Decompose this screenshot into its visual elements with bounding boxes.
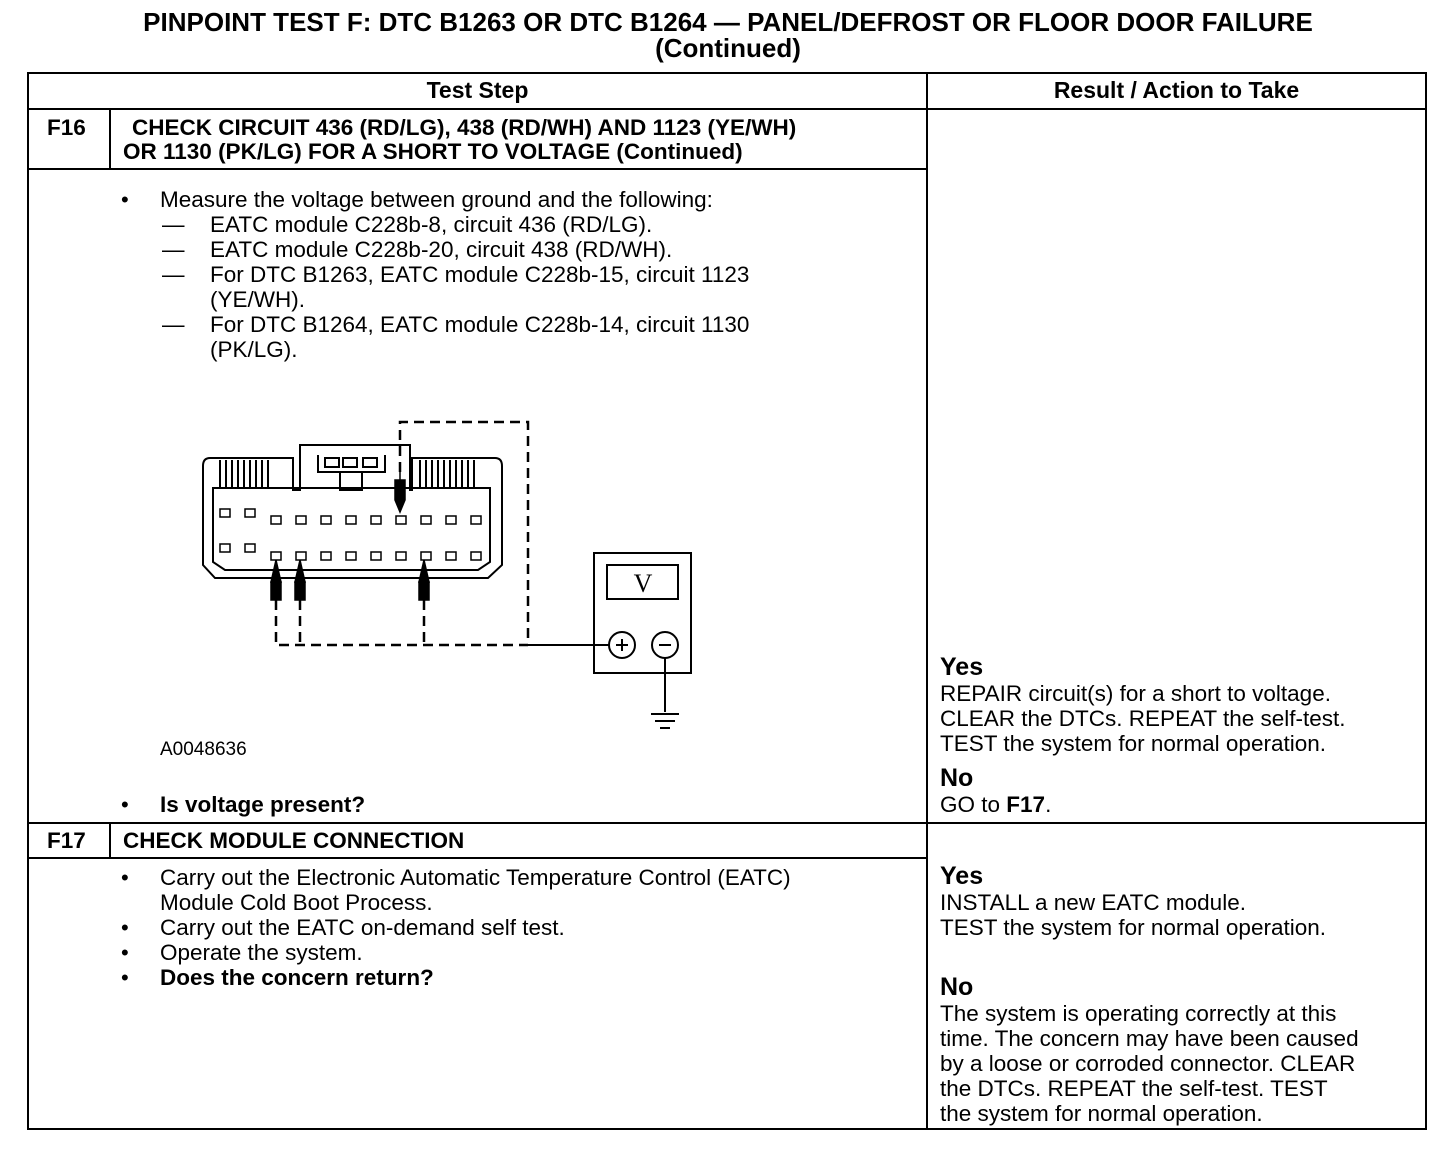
bullet: • (121, 187, 129, 212)
f17-step-id: F17 (47, 828, 86, 853)
f16-question: Is voltage present? (160, 792, 366, 817)
f17-no-line-2: time. The concern may have been caused (940, 1026, 1359, 1051)
f17-bullet-3: Operate the system. (160, 940, 363, 965)
f16-heading-line1: CHECK CIRCUIT 436 (RD/LG), 438 (RD/WH) A… (132, 115, 797, 140)
f16-id-divider (109, 108, 111, 169)
column-header-test-step: Test Step (426, 77, 529, 103)
f17-bullet-1: Carry out the Electronic Automatic Tempe… (160, 865, 791, 890)
f16-item-4-cont: (PK/LG). (210, 337, 298, 362)
f17-link[interactable]: F17 (1006, 792, 1046, 817)
dash: — (162, 212, 185, 237)
f17-no-line-3: by a loose or corroded connector. CLEAR (940, 1051, 1356, 1076)
f16-heading-divider (27, 168, 928, 170)
f17-no-label: No (940, 973, 974, 1001)
f17-bullet-2: Carry out the EATC on-demand self test. (160, 915, 565, 940)
bullet: • (121, 915, 129, 940)
header-row-divider (27, 108, 1427, 110)
f17-id-divider (109, 822, 111, 858)
bullet: • (121, 965, 129, 990)
f16-measure-instruction: Measure the voltage between ground and t… (160, 187, 713, 212)
column-header-result: Result / Action to Take (1053, 77, 1300, 103)
pinpoint-test-table (27, 72, 1427, 1130)
bullet: • (121, 865, 129, 890)
f16-no-action: GO to F17. (940, 792, 1052, 817)
f16-item-2: EATC module C228b-20, circuit 438 (RD/WH… (210, 237, 673, 262)
f16-step-id: F16 (47, 115, 86, 140)
f17-no-line-5: the system for normal operation. (940, 1101, 1263, 1126)
dash: — (162, 312, 185, 337)
f16-yes-line-1: REPAIR circuit(s) for a short to voltage… (940, 681, 1331, 706)
f16-heading-line2: OR 1130 (PK/LG) FOR A SHORT TO VOLTAGE (… (123, 139, 743, 164)
dash: — (162, 262, 185, 287)
f17-heading: CHECK MODULE CONNECTION (123, 828, 465, 853)
f16-yes-line-2: CLEAR the DTCs. REPEAT the self-test. (940, 706, 1346, 731)
figure-id: A0048636 (160, 739, 247, 760)
f16-item-1: EATC module C228b-8, circuit 436 (RD/LG)… (210, 212, 653, 237)
f16-yes-line-3: TEST the system for normal operation. (940, 731, 1326, 756)
f16-item-3-cont: (YE/WH). (210, 287, 305, 312)
page-title: PINPOINT TEST F: DTC B1263 OR DTC B1264 … (143, 7, 1313, 37)
f16-f17-divider (27, 822, 1427, 824)
f17-no-line-1: The system is operating correctly at thi… (940, 1001, 1337, 1026)
bullet: • (121, 940, 129, 965)
f17-no-line-4: the DTCs. REPEAT the self-test. TEST (940, 1076, 1328, 1101)
column-divider (926, 72, 928, 1130)
f16-yes-label: Yes (940, 653, 984, 681)
f17-yes-label: Yes (940, 862, 984, 890)
f16-item-3: For DTC B1263, EATC module C228b-15, cir… (210, 262, 750, 287)
f17-bullet-1-cont: Module Cold Boot Process. (160, 890, 433, 915)
f16-no-label: No (940, 764, 974, 792)
dash: — (162, 237, 185, 262)
bullet: • (121, 792, 129, 817)
page-subtitle: (Continued) (655, 33, 801, 63)
f17-yes-line-1: INSTALL a new EATC module. (940, 890, 1246, 915)
f17-question: Does the concern return? (160, 965, 434, 990)
f17-heading-divider (27, 857, 928, 859)
f17-yes-line-2: TEST the system for normal operation. (940, 915, 1326, 940)
f16-item-4: For DTC B1264, EATC module C228b-14, cir… (210, 312, 750, 337)
